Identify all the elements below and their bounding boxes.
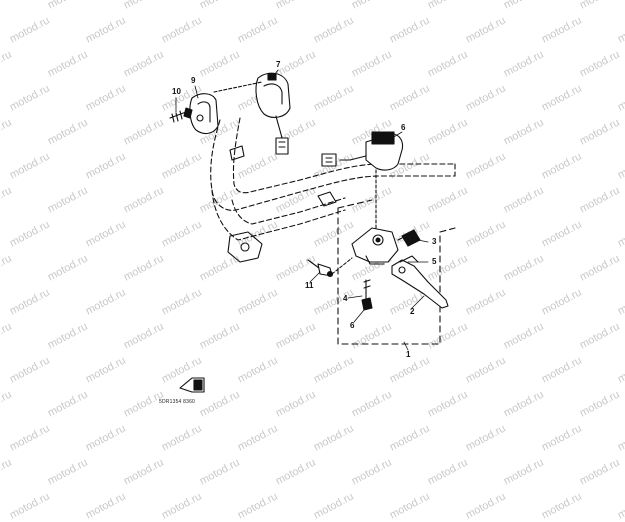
callout-11: 10 (172, 87, 181, 96)
callout-6-upper: 6 (401, 123, 406, 132)
switch-housing-front (213, 72, 291, 155)
lever-holder (351, 227, 399, 265)
callout-10: 9 (191, 76, 196, 85)
watermark-text: motod.ru (311, 490, 356, 522)
callout-9: 7 (276, 60, 281, 69)
exploded-parts-diagram (169, 69, 456, 393)
starter-switch (321, 131, 404, 231)
callout-3: 3 (432, 237, 437, 246)
callout-6-lower: 6 (350, 321, 355, 330)
clutch-lever (391, 255, 449, 309)
watermark-text: motod.ru (463, 490, 508, 522)
assembly-box (337, 199, 456, 345)
watermark-text: motod.ru (83, 490, 128, 522)
switch-housing-rear (189, 93, 219, 135)
pivot-bolt (361, 279, 373, 311)
leader-lines (175, 69, 429, 351)
screw (169, 107, 193, 123)
callout-1: 1 (406, 350, 411, 359)
watermark-text: motod.ru (159, 490, 204, 522)
callout-4: 4 (343, 294, 348, 303)
callout-5: 5 (432, 257, 437, 266)
callout-7: 11 (305, 281, 314, 290)
bar-clamp (227, 145, 337, 263)
callout-2: 2 (410, 307, 415, 316)
diagram-reference-code: 5DR1354 8360 (159, 399, 196, 405)
adjuster (397, 229, 421, 247)
watermark-text: motod.ru (387, 490, 432, 522)
watermark-text: motod.ru (539, 490, 584, 522)
watermark-text: motod.ru (7, 490, 52, 522)
watermark-text: motod.ru (615, 490, 625, 522)
handlebar (210, 117, 456, 241)
front-arrow-icon (179, 377, 205, 393)
cable-end (307, 257, 353, 278)
watermark-text: motod.ru (235, 490, 280, 522)
